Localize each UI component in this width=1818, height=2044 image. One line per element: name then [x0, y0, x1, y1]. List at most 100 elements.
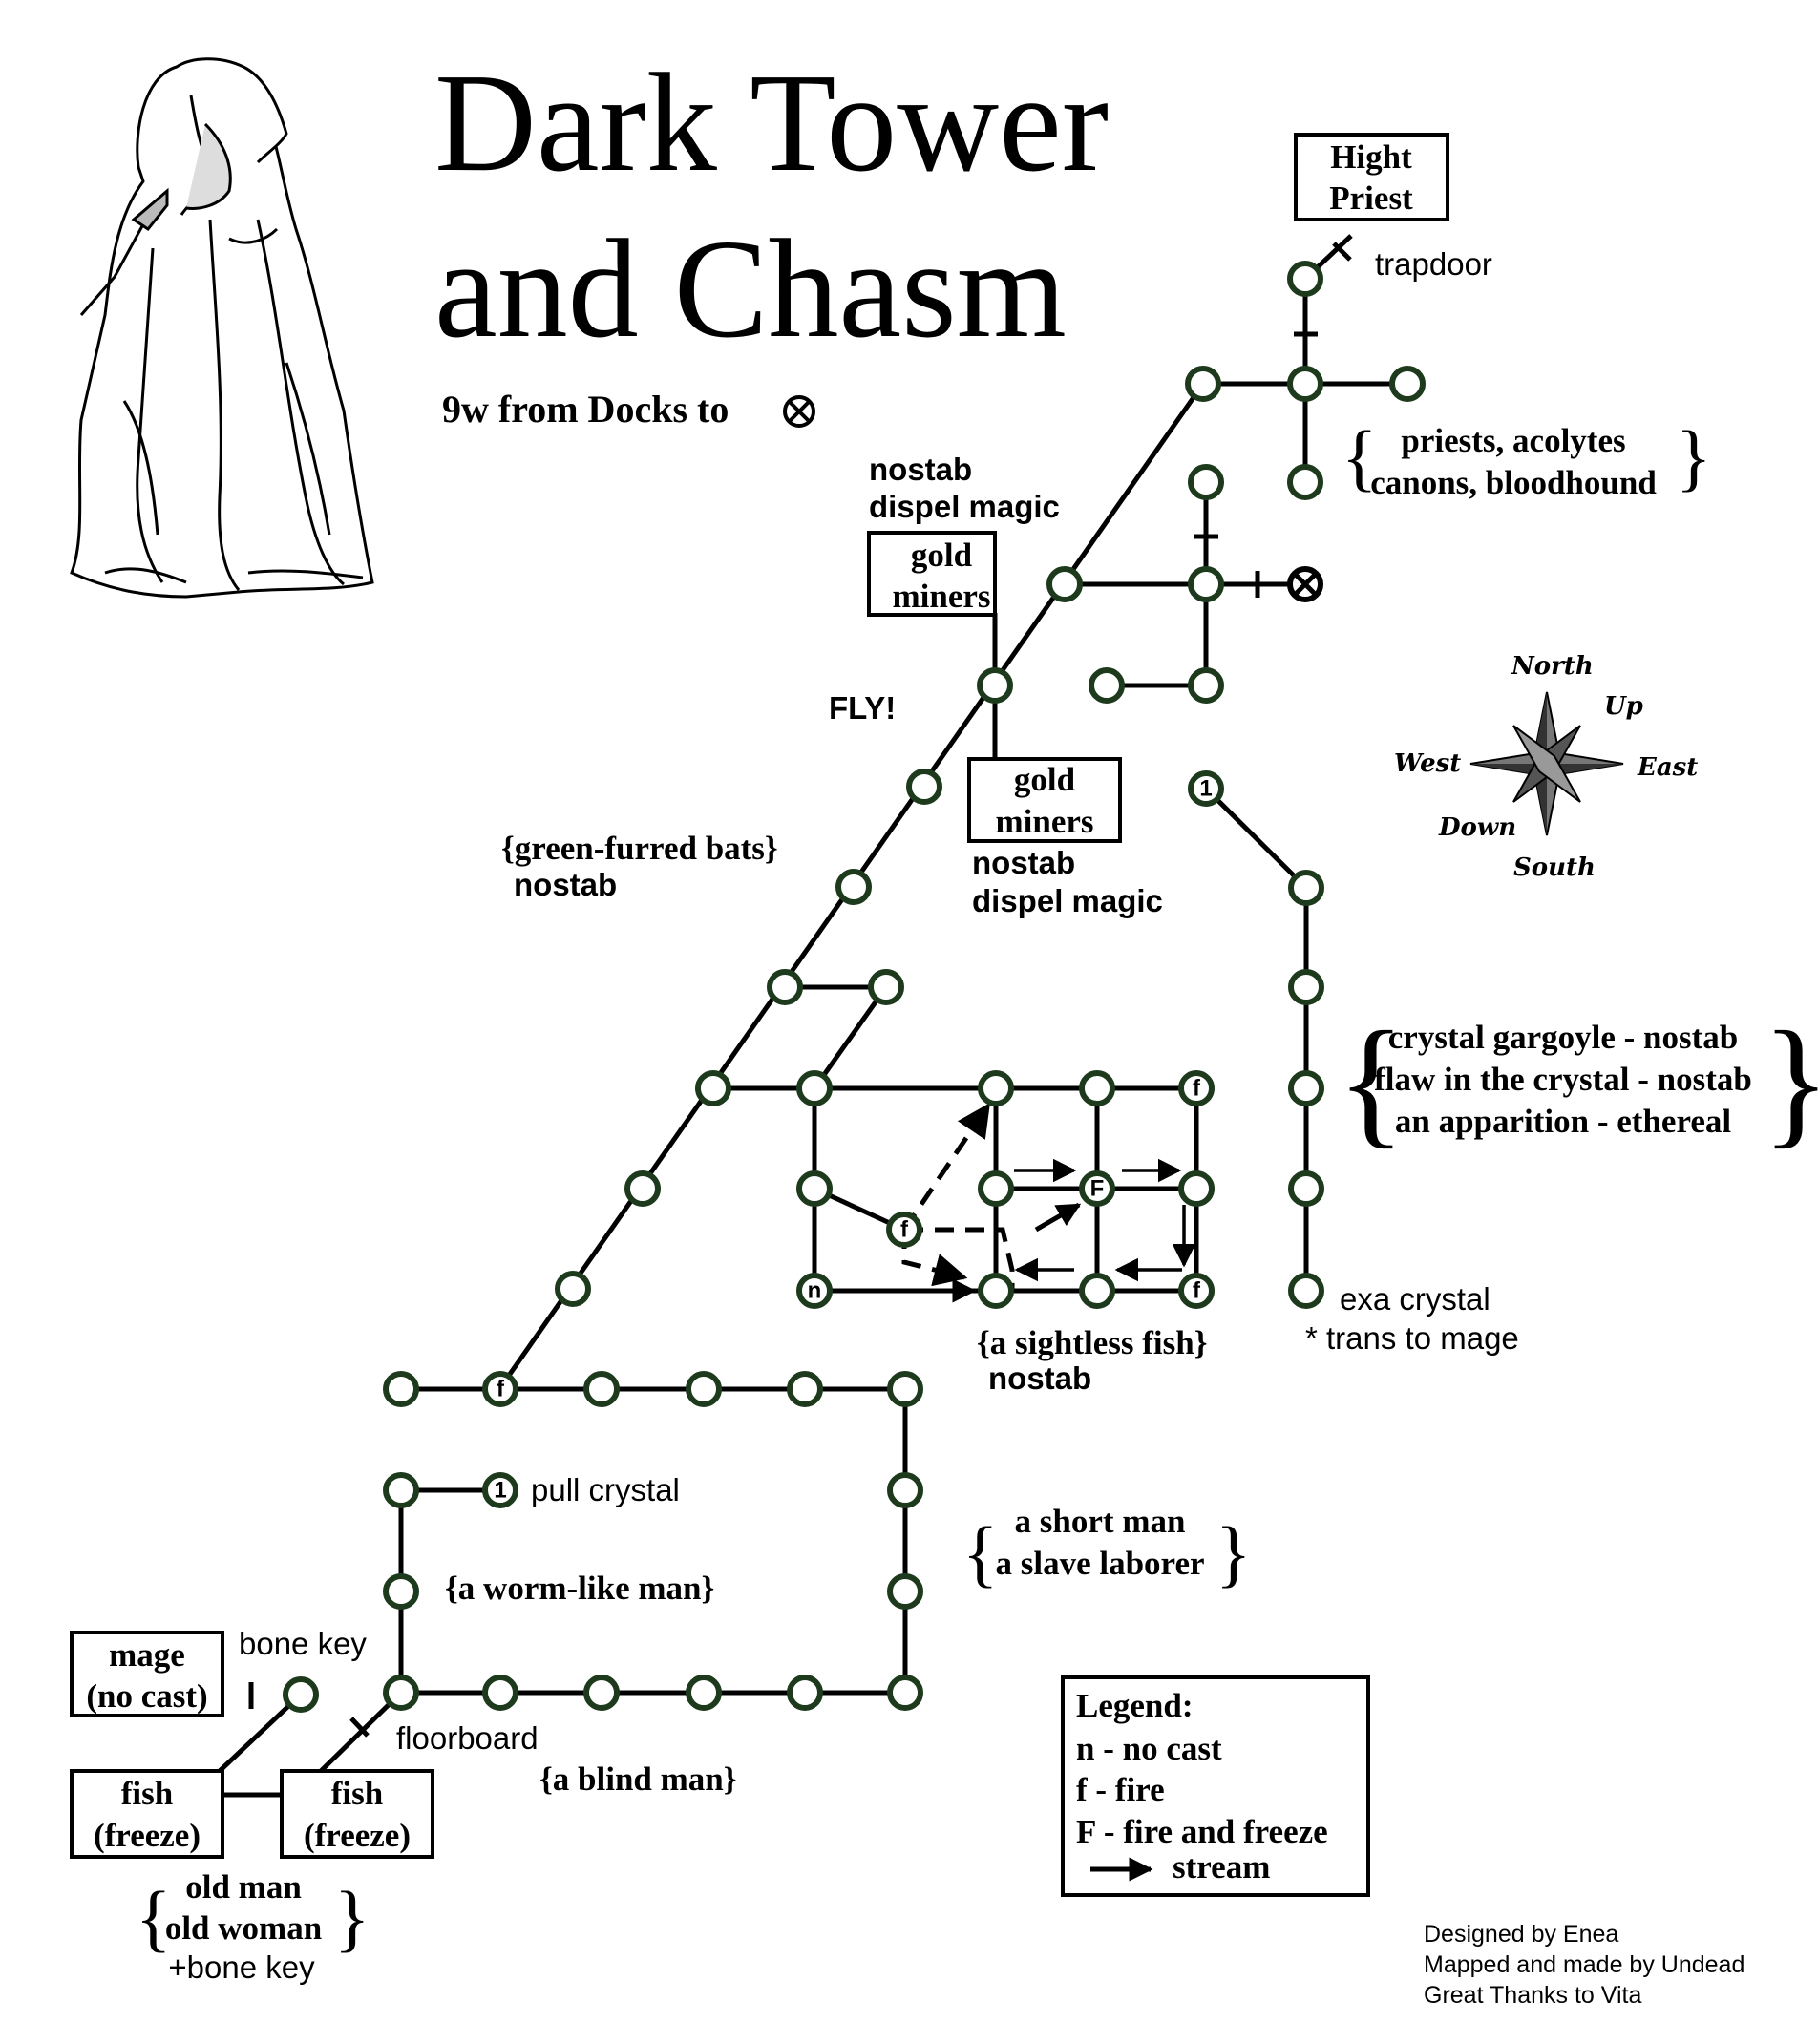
fish-right-line-2: (freeze) — [304, 1817, 411, 1854]
bats-nostab-label: nostab — [514, 867, 617, 902]
room-node — [1188, 464, 1224, 500]
wizard-illustration — [70, 57, 374, 599]
room-node — [887, 1573, 923, 1610]
fish-right-line-1: fish — [331, 1775, 383, 1812]
dispel-magic-label-top: dispel magic — [869, 489, 1060, 524]
room-node — [1389, 366, 1426, 402]
room-node — [796, 1170, 833, 1207]
room-node — [555, 1271, 591, 1307]
fire-room-mark: f — [497, 1377, 505, 1402]
room-node — [1188, 566, 1224, 602]
fire-room-node — [1178, 1070, 1215, 1106]
brace-right: } — [1762, 1002, 1818, 1161]
target-room-icon — [1287, 566, 1323, 602]
room-node — [835, 869, 872, 905]
crystal-link-mark: 1 — [494, 1478, 506, 1504]
room-node — [868, 969, 904, 1005]
room-node — [887, 1472, 923, 1508]
mage-line-1: mage — [109, 1636, 185, 1674]
room-node — [383, 1472, 419, 1508]
room-node — [887, 1675, 923, 1711]
room-node — [1288, 1273, 1324, 1309]
room-node — [906, 769, 942, 805]
old-man-line: old man — [185, 1868, 302, 1906]
brace-right: } — [1676, 415, 1711, 498]
room-node — [887, 1371, 923, 1407]
bone-key-label: bone key — [239, 1626, 367, 1661]
credit-thanks: Great Thanks to Vita — [1424, 1982, 1641, 2009]
mage-box: mage (no cast) — [70, 1631, 224, 1717]
subtitle: 9w from Docks to — [442, 388, 729, 431]
brace-left: { — [1337, 1002, 1406, 1161]
room-node — [1188, 667, 1224, 704]
fish-box-left: fish (freeze) — [70, 1769, 224, 1859]
exa-crystal-label: exa crystal — [1340, 1281, 1490, 1317]
high-priest-line-2: Priest — [1329, 179, 1413, 217]
room-node — [796, 1070, 833, 1106]
crystal-line-1: crystal gargoyle - nostab — [1388, 1019, 1738, 1056]
priests-line-2: canons, bloodhound — [1370, 464, 1657, 501]
compass-east: East — [1637, 753, 1698, 782]
short-man-line-2: a slave laborer — [995, 1545, 1204, 1582]
room-node — [1287, 366, 1323, 402]
compass-down: Down — [1438, 813, 1516, 842]
title-line-2: and Chasm — [434, 211, 1067, 368]
gold-miners-bottom-line-1: gold — [1014, 761, 1076, 798]
nostab-label-bottom: nostab — [972, 845, 1075, 880]
fire-room-node — [482, 1371, 518, 1407]
target-crossed-circle-icon — [783, 395, 815, 428]
no-cast-room-mark: n — [808, 1278, 822, 1304]
room-node — [383, 1371, 419, 1407]
old-woman-line: old woman — [165, 1909, 322, 1947]
high-priest-line-1: Hight — [1330, 138, 1412, 176]
brace-left: { — [962, 1511, 998, 1594]
trans-to-mage-label: * trans to mage — [1305, 1320, 1519, 1356]
gold-miners-top-line-1: gold — [911, 537, 973, 574]
crystal-line-3: an apparition - ethereal — [1395, 1103, 1732, 1140]
fish-left-line-1: fish — [121, 1775, 173, 1812]
fire-room-node — [886, 1212, 922, 1248]
brace-right: } — [334, 1876, 370, 1959]
gold-miners-box-top: gold miners — [867, 531, 997, 617]
compass-north: North — [1511, 652, 1594, 681]
fire-room-node — [1178, 1273, 1215, 1309]
no-cast-room-node — [796, 1273, 833, 1309]
fish-left-line-2: (freeze) — [94, 1817, 201, 1854]
mage-line-2: (no cast) — [86, 1677, 207, 1715]
gold-miners-box-bottom: gold miners — [967, 757, 1122, 843]
compass-south: South — [1513, 853, 1596, 882]
gold-miners-bottom-line-2: miners — [995, 803, 1093, 840]
brace-left: { — [1342, 415, 1377, 498]
crystal-link-node — [482, 1472, 518, 1508]
legend-item-fire: f - fire — [1076, 1771, 1165, 1808]
room-node — [624, 1170, 661, 1207]
room-node — [482, 1675, 518, 1711]
room-node — [583, 1371, 620, 1407]
bats-label: {green-furred bats} — [501, 830, 778, 867]
high-priest-box: Hight Priest — [1294, 133, 1449, 221]
room-node — [978, 1273, 1014, 1309]
legend-item-stream: stream — [1173, 1848, 1270, 1886]
legend-title: Legend: — [1076, 1687, 1194, 1724]
gold-miners-top-line-2: miners — [892, 578, 990, 615]
legend-item-no-cast: n - no cast — [1076, 1730, 1222, 1767]
fire-room-mark: f — [900, 1217, 909, 1243]
room-node — [583, 1675, 620, 1711]
crystal-link-mark: 1 — [1199, 776, 1212, 802]
compass-rose-icon — [1469, 691, 1624, 836]
room-node — [1185, 366, 1221, 402]
blind-man-label: {a blind man} — [539, 1760, 737, 1798]
room-node — [283, 1676, 319, 1713]
room-node — [1089, 667, 1125, 704]
room-node — [1079, 1070, 1115, 1106]
compass-up: Up — [1604, 692, 1643, 721]
compass-west: West — [1394, 749, 1461, 778]
room-node — [787, 1675, 823, 1711]
room-node — [686, 1371, 722, 1407]
room-node — [686, 1675, 722, 1711]
fire-room-mark: f — [1193, 1076, 1201, 1102]
credit-designed: Designed by Enea — [1424, 1921, 1618, 1948]
fire-freeze-room-mark: F — [1090, 1176, 1105, 1202]
room-node — [787, 1371, 823, 1407]
fly-label: FLY! — [829, 690, 896, 726]
